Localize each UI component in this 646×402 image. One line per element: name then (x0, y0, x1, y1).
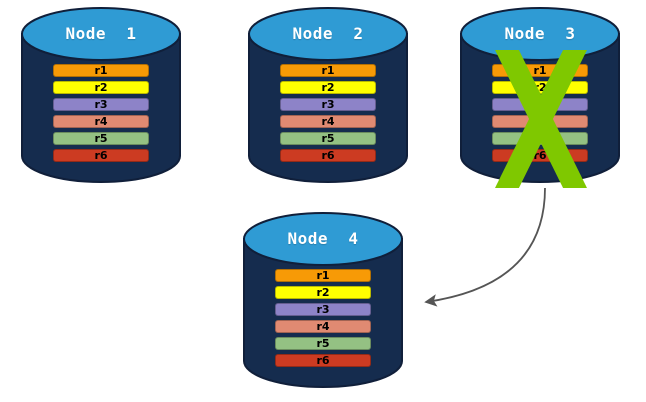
row-list: r1 r2 r3 r4 r5 r6 (275, 269, 371, 367)
row-bar-r3[interactable]: r3 (53, 98, 149, 111)
row-bar-r3[interactable]: r3 (280, 98, 376, 111)
row-bar-r2[interactable]: r2 (53, 81, 149, 94)
row-bar-r4[interactable]: r4 (492, 115, 588, 128)
row-label-r5: r5 (533, 132, 547, 145)
row-bar-r5[interactable]: r5 (492, 132, 588, 145)
row-bar-r3[interactable]: r3 (275, 303, 371, 316)
row-bar-r5[interactable]: r5 (275, 337, 371, 350)
row-bar-r6[interactable]: r6 (492, 149, 588, 162)
row-bar-r2[interactable]: r2 (275, 286, 371, 299)
row-bar-r4[interactable]: r4 (280, 115, 376, 128)
row-label-r2: r2 (533, 81, 547, 94)
row-label-r4: r4 (94, 115, 108, 128)
row-bar-r3[interactable]: r3 (492, 98, 588, 111)
row-label-r3: r3 (94, 98, 108, 111)
row-label-r5: r5 (316, 337, 330, 350)
row-label-r6: r6 (316, 354, 330, 367)
row-label-r5: r5 (94, 132, 108, 145)
row-label-r2: r2 (321, 81, 335, 94)
row-bar-r6[interactable]: r6 (280, 149, 376, 162)
row-bar-r1[interactable]: r1 (275, 269, 371, 282)
row-bar-r2[interactable]: r2 (280, 81, 376, 94)
row-label-r3: r3 (321, 98, 335, 111)
cylinder-top-ellipse (243, 212, 403, 266)
row-label-r1: r1 (533, 64, 547, 77)
row-bar-r5[interactable]: r5 (53, 132, 149, 145)
arrow-path (424, 187, 546, 307)
row-label-r5: r5 (321, 132, 335, 145)
row-label-r3: r3 (316, 303, 330, 316)
cylinder-top-ellipse (21, 7, 181, 61)
row-label-r1: r1 (321, 64, 335, 77)
row-label-r4: r4 (533, 115, 547, 128)
row-list: r1 r2 r3 r4 r5 r6 (280, 64, 376, 162)
row-label-r6: r6 (533, 149, 547, 162)
row-label-r4: r4 (321, 115, 335, 128)
row-bar-r1[interactable]: r1 (53, 64, 149, 77)
cylinder-top-ellipse (248, 7, 408, 61)
row-label-r1: r1 (316, 269, 330, 282)
row-label-r2: r2 (316, 286, 330, 299)
row-bar-r4[interactable]: r4 (53, 115, 149, 128)
row-label-r2: r2 (94, 81, 108, 94)
row-list: r1 r2 r3 r4 r5 r6 (53, 64, 149, 162)
row-label-r4: r4 (316, 320, 330, 333)
row-label-r6: r6 (321, 149, 335, 162)
row-label-r1: r1 (94, 64, 108, 77)
row-list: r1 r2 r3 r4 r5 r6 (492, 64, 588, 162)
row-bar-r1[interactable]: r1 (280, 64, 376, 77)
cylinder-top-ellipse (460, 7, 620, 61)
row-bar-r5[interactable]: r5 (280, 132, 376, 145)
row-label-r6: r6 (94, 149, 108, 162)
row-bar-r1[interactable]: r1 (492, 64, 588, 77)
row-bar-r6[interactable]: r6 (53, 149, 149, 162)
row-bar-r6[interactable]: r6 (275, 354, 371, 367)
row-bar-r2[interactable]: r2 (492, 81, 588, 94)
row-bar-r4[interactable]: r4 (275, 320, 371, 333)
row-label-r3: r3 (533, 98, 547, 111)
